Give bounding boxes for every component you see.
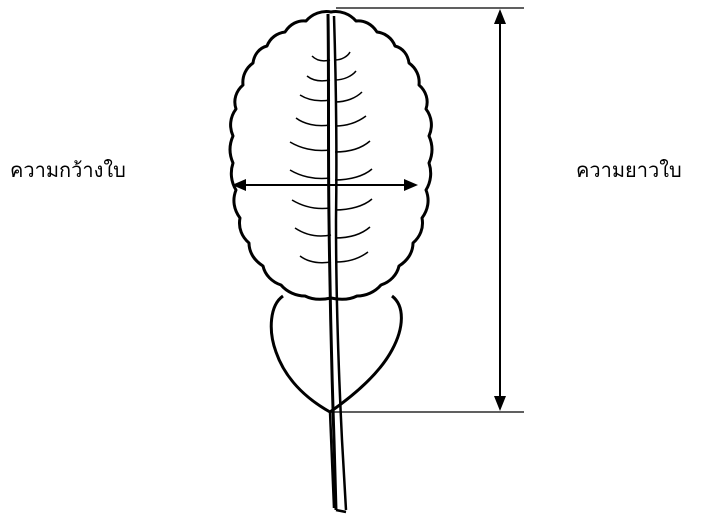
stem-end <box>336 510 346 512</box>
leaf-veins <box>290 52 372 263</box>
leaf-length-label: ความยาวใบ <box>576 160 682 180</box>
length-arrowhead-bottom <box>494 396 506 411</box>
length-dimension-arrow <box>494 9 506 411</box>
width-dimension-arrow <box>232 179 418 191</box>
leaf-midrib-inner <box>334 16 346 510</box>
leaf-width-label: ความกว้างใบ <box>10 160 126 180</box>
width-arrowhead-right <box>404 179 418 191</box>
length-arrowhead-top <box>494 9 506 24</box>
